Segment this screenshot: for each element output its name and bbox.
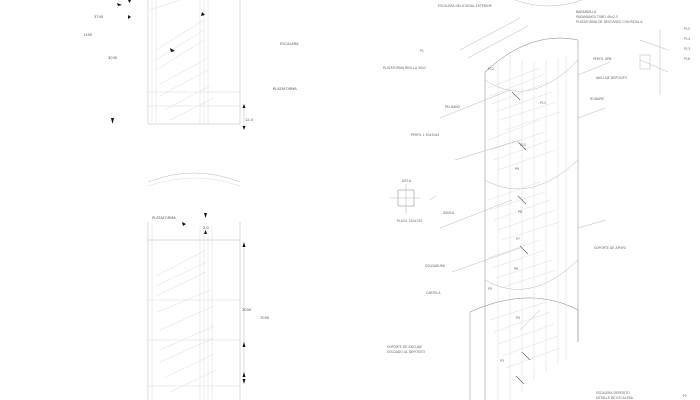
label-dim: 7000 (260, 316, 270, 320)
label-note: PASAMANOS TUBO 40x2.5 (576, 15, 618, 19)
part-tag: P15 (684, 27, 690, 31)
part-tag: P5 (488, 287, 492, 291)
label-note: BARANDILLA (576, 10, 597, 14)
part-tag: P13 (684, 47, 690, 51)
arrow-marker (204, 213, 207, 218)
label-note: PLATAFORMA DE DESCANSO CON REJILLA (576, 20, 643, 24)
part-tag: P2 (683, 394, 687, 398)
arrow-marker (117, 3, 122, 6)
label-note: ESCALERA DEPOSITO (596, 391, 630, 395)
label-note: PLATAFORMA (152, 216, 176, 220)
label-dim: 2.0 (203, 226, 209, 230)
part-tag: P6 (514, 267, 518, 271)
part-tag: P8 (518, 210, 522, 214)
arrow-marker (242, 242, 246, 247)
part-tag: P7 (516, 237, 520, 241)
part-tag: P9 (515, 167, 519, 171)
label-note: ZANCA (443, 211, 455, 215)
label-note: PLATAFORMA REJILLA 30x2 (383, 66, 426, 70)
arrow-marker (242, 372, 246, 377)
label-note: SOPORTE DE APOYO (594, 246, 627, 250)
elevation-view-top (147, 0, 246, 130)
label-note: SOLDADO AL DEPOSITO (387, 350, 426, 354)
arrow-marker (242, 379, 246, 384)
label-dim: 3000 (242, 308, 252, 312)
part-tag: P10 (520, 143, 526, 147)
arrow-marker (242, 342, 246, 347)
label-title: ESCALERA HELICOIDAL EXTERIOR (438, 4, 492, 8)
part-tag: P4 (516, 316, 520, 320)
label-detail: DET.A (402, 179, 412, 183)
label-detail: PLACA 150x150 (397, 219, 422, 223)
arrow-marker (128, 15, 131, 19)
label-note: ANCLAJE DEPOSITO (596, 76, 628, 80)
label-note: DETALLE DE ESCALERA (596, 396, 634, 400)
label-dim: 3740 (94, 15, 104, 19)
isometric-stair-view (390, 0, 669, 400)
part-tag: P1 (420, 49, 424, 53)
arrow-marker (111, 118, 114, 124)
part-tag: P12 (488, 67, 494, 71)
elevation-view-bottom (147, 172, 245, 400)
arrow-marker (128, 0, 131, 3)
label-detail: CARTELA (426, 291, 441, 295)
label-dim: 1350 (83, 33, 93, 37)
part-tag: P16 (684, 57, 690, 61)
arrow-marker (204, 230, 207, 234)
label-note: PLATAFORMA (273, 87, 297, 91)
label-dim: 12.0 (245, 118, 254, 122)
part-tag: P14 (684, 37, 690, 41)
part-tag: P3 (500, 359, 504, 363)
arrow-marker (170, 48, 175, 52)
label-note: PELDAÑO (445, 104, 461, 109)
label-note: PERFIL UPN (593, 57, 612, 61)
label-note: RODAPIE (590, 97, 604, 101)
arrow-marker (182, 222, 186, 226)
label-note: SOPORTE DE ANCLAJE (387, 345, 422, 349)
label-detail: SOLDADURA (425, 264, 446, 268)
label-note: PERFIL L 50x50x5 (411, 133, 439, 137)
part-tag: P11 (540, 101, 546, 105)
arrow-marker (201, 12, 205, 16)
label-note: ESCALERA (280, 42, 299, 46)
label-dim: 3030 (108, 56, 118, 60)
